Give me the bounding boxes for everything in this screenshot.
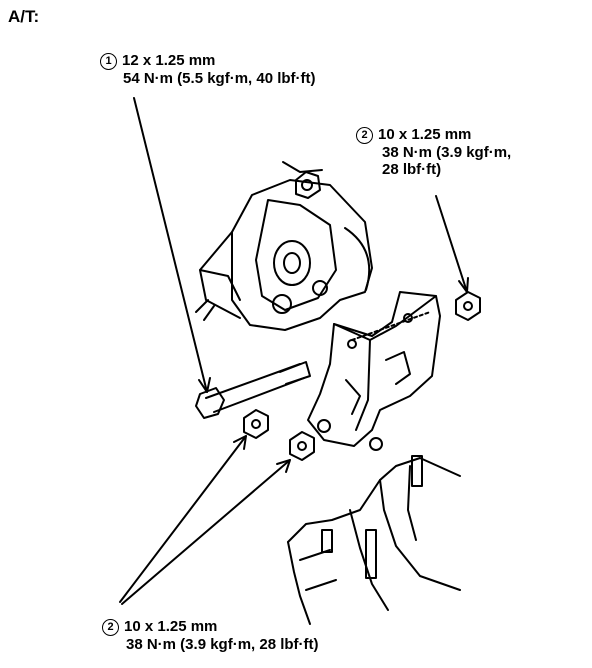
bracket-nut-lower-left [243,409,269,439]
torque-spec: 38 N·m (3.9 kgf·m, 28 lbf·ft) [126,636,319,653]
transmission-housing [287,455,461,625]
mount-bolt-right [312,280,328,296]
callout-2-lower: 2 10 x 1.25 mm 38 N·m (3.9 kgf·m, 28 lbf·… [102,618,319,653]
callout-number: 2 [102,619,119,636]
bracket-nut-upper [455,291,481,321]
bolt-size: 12 x 1.25 mm [122,52,216,69]
upper-mount-nut [295,171,321,199]
torque-spec: 38 N·m (3.9 kgf·m, [382,144,512,161]
torque-spec: 54 N·m (5.5 kgf·m, 40 lbf·ft) [123,70,316,87]
long-through-bolt [195,361,311,419]
callout-number: 2 [356,127,373,144]
bracket-nut-lower-middle [289,431,315,461]
mount-bolt-left [272,294,292,314]
torque-spec-cont: 28 lbf·ft) [382,161,442,178]
callout-leader-2-lower [119,435,291,605]
callout-leader-1 [133,97,211,393]
callout-1: 1 12 x 1.25 mm 54 N·m (5.5 kgf·m, 40 lbf·… [100,52,316,87]
callout-2-upper: 2 10 x 1.25 mm 38 N·m (3.9 kgf·m, 28 lbf·… [356,126,511,178]
callout-leader-2-upper [435,195,469,293]
mount-body [195,161,373,331]
bolt-size: 10 x 1.25 mm [124,618,218,635]
callout-number: 1 [100,53,117,70]
page-title: A/T: [8,7,40,26]
transmission-bracket [307,291,441,451]
bolt-size: 10 x 1.25 mm [378,126,472,143]
